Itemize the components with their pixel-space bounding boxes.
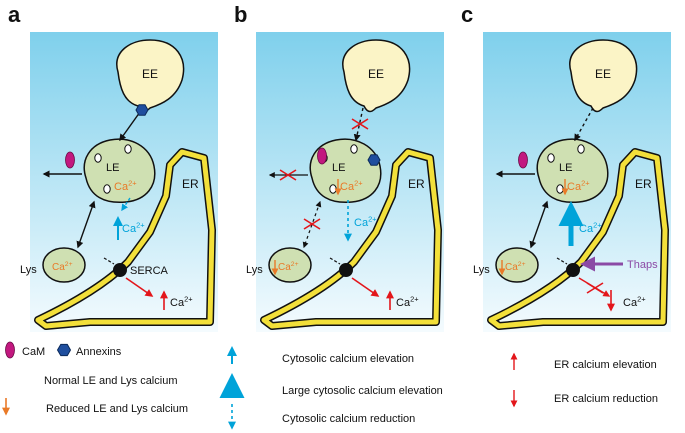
le-label: LE xyxy=(332,162,345,174)
le-calcium-label: Ca2+ xyxy=(114,179,137,193)
blocked-cross-icon xyxy=(303,218,321,230)
annexin-icon xyxy=(56,343,72,357)
lys-calcium-label: Ca2+ xyxy=(52,261,73,273)
early-endosome xyxy=(342,39,411,113)
le-lys-arrow xyxy=(302,200,322,249)
annexin-icon xyxy=(135,104,149,116)
late-endosome xyxy=(309,138,382,204)
lysosome xyxy=(495,247,539,283)
serca-label: SERCA xyxy=(130,265,169,277)
serca-dashed-link xyxy=(329,257,341,265)
er-calcium-label: Ca2+ xyxy=(170,295,193,309)
vesicle-icon xyxy=(556,184,564,194)
cytosolic-calcium-label: Ca2+ xyxy=(122,221,145,235)
cam-icon xyxy=(518,151,528,169)
annexin-icon xyxy=(367,154,381,166)
er-membrane xyxy=(261,149,441,329)
le-lys-arrow xyxy=(76,200,96,249)
le-calcium-label: Ca2+ xyxy=(340,179,363,193)
lys-calcium-label: Ca2+ xyxy=(278,261,299,273)
cytosolic-calcium-label: Ca2+ xyxy=(579,221,602,235)
ee-to-le-arrow xyxy=(574,107,594,142)
er-membrane xyxy=(35,149,215,329)
lys-label: Lys xyxy=(20,264,37,276)
late-endosome xyxy=(83,138,156,204)
lys-label: Lys xyxy=(246,264,263,276)
legend-reduced-label: Reduced LE and Lys calcium xyxy=(46,403,188,415)
vesicle-icon xyxy=(103,184,111,194)
er-label: ER xyxy=(635,177,652,191)
serca-pump xyxy=(113,263,127,277)
blocked-cross-icon xyxy=(351,118,369,130)
ee-label: EE xyxy=(368,67,384,81)
thaps-label: Thaps xyxy=(627,259,658,271)
legend-er-elevation-label: ER calcium elevation xyxy=(554,359,657,371)
legend-cyto-reduction-label: Cytosolic calcium reduction xyxy=(282,413,415,425)
er-label: ER xyxy=(408,177,425,191)
blocked-cross-icon xyxy=(279,169,297,181)
cam-icon xyxy=(317,147,327,165)
cam-icon xyxy=(65,151,75,169)
er-calcium-flux-arrow xyxy=(351,277,380,297)
legend-cyto-elevation-label: Cytosolic calcium elevation xyxy=(282,353,414,365)
panel-letter: b xyxy=(234,2,247,27)
vesicle-icon xyxy=(577,144,585,154)
vesicle-icon xyxy=(124,144,132,154)
er-calcium-label: Ca2+ xyxy=(623,295,646,309)
panel-letter: a xyxy=(8,2,21,27)
lysosome xyxy=(42,247,86,283)
serca-pump xyxy=(339,263,353,277)
early-endosome xyxy=(569,39,638,113)
early-endosome xyxy=(116,39,185,113)
legend-normal-label: Normal LE and Lys calcium xyxy=(44,375,177,387)
le-calcium-release-arrow xyxy=(121,197,131,212)
cross-stroke xyxy=(279,169,297,181)
er-label: ER xyxy=(182,177,199,191)
le-label: LE xyxy=(559,162,572,174)
lysosome xyxy=(268,247,312,283)
legend-annexins-label: Annexins xyxy=(76,346,122,358)
cam-icon xyxy=(5,341,15,359)
cross-stroke xyxy=(351,118,369,130)
er-calcium-label: Ca2+ xyxy=(396,295,419,309)
legend-er-reduction-label: ER calcium reduction xyxy=(554,393,658,405)
ee-to-le-arrow xyxy=(119,111,141,142)
le-label: LE xyxy=(106,162,119,174)
vesicle-icon xyxy=(94,153,102,163)
serca-dashed-link xyxy=(103,257,115,265)
lys-calcium-label: Ca2+ xyxy=(505,261,526,273)
lys-label: Lys xyxy=(473,264,490,276)
panel-letter: c xyxy=(461,2,473,27)
legend-cam-label: CaM xyxy=(22,346,45,358)
vesicle-icon xyxy=(329,184,337,194)
le-lys-arrow xyxy=(529,200,549,249)
ee-label: EE xyxy=(595,67,611,81)
serca-dashed-link xyxy=(556,257,568,265)
blocked-cross-icon xyxy=(586,282,604,294)
er-calcium-flux-arrow xyxy=(125,277,154,297)
cross-stroke xyxy=(586,282,604,294)
legend-cyto-large-label: Large cytosolic calcium elevation xyxy=(282,385,443,397)
le-calcium-label: Ca2+ xyxy=(567,179,590,193)
ee-label: EE xyxy=(142,67,158,81)
vesicle-icon xyxy=(547,153,555,163)
serca-pump xyxy=(566,263,580,277)
vesicle-icon xyxy=(350,144,358,154)
cross-stroke xyxy=(303,218,321,230)
cytosolic-calcium-label: Ca2+ xyxy=(354,215,377,229)
